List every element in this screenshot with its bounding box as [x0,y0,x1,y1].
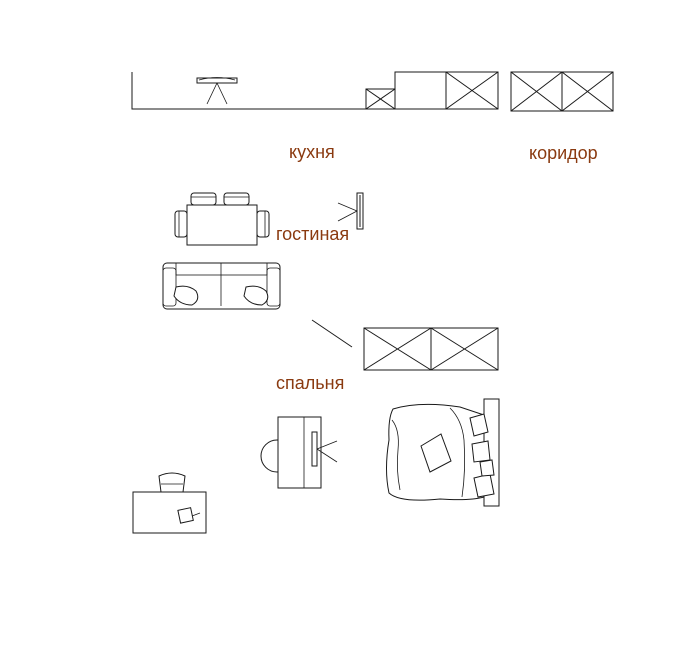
room-label-living-room: гостиная [276,224,349,244]
dining-table [174,192,270,246]
living-tv-icon [337,192,364,230]
kitchen-cabinet [365,88,396,110]
bed [386,398,500,507]
room-label-kitchen: кухня [289,142,335,162]
kitchen-tv-icon [196,77,238,105]
bedroom-tv-icon [311,431,338,467]
kitchen-storage [445,71,499,110]
sofa [162,262,281,310]
door-line [311,319,353,348]
room-label-bedroom: спальня [276,373,344,393]
work-desk [132,472,207,534]
room-label-corridor: коридор [529,143,598,163]
bedroom-wardrobe [363,327,499,371]
corridor-wardrobe [510,71,614,112]
kitchen-wall [131,71,499,110]
